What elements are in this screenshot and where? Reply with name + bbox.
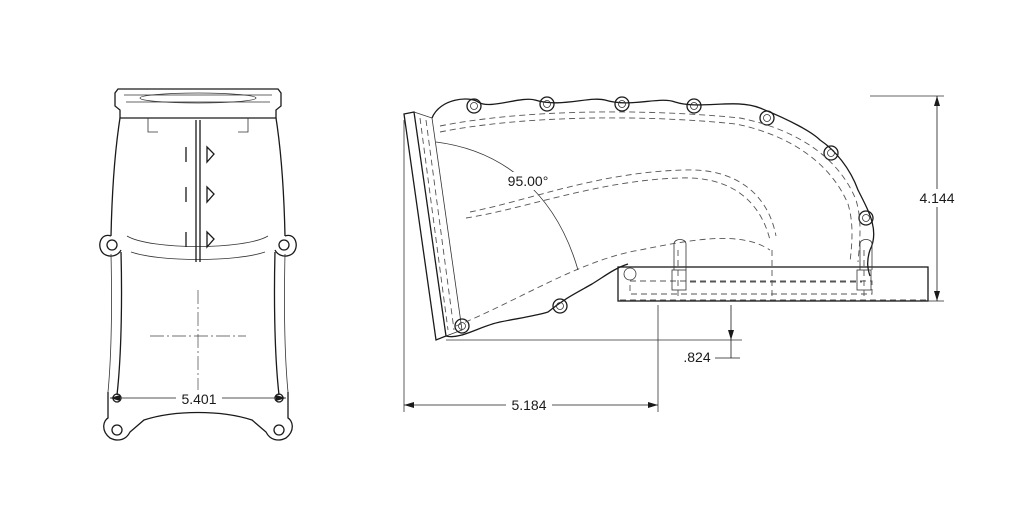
side-view: 95.00° 4.144 .824: [403, 95, 962, 413]
dim-side-length: 5.184: [511, 397, 546, 413]
top-bolts: [466, 96, 874, 226]
dim-front-width: 5.401: [181, 391, 216, 407]
front-view: 5.401: [99, 88, 297, 441]
dim-angle: 95.00°: [508, 173, 549, 189]
dim-offset: .824: [683, 349, 710, 365]
dim-height: 4.144: [919, 190, 954, 206]
